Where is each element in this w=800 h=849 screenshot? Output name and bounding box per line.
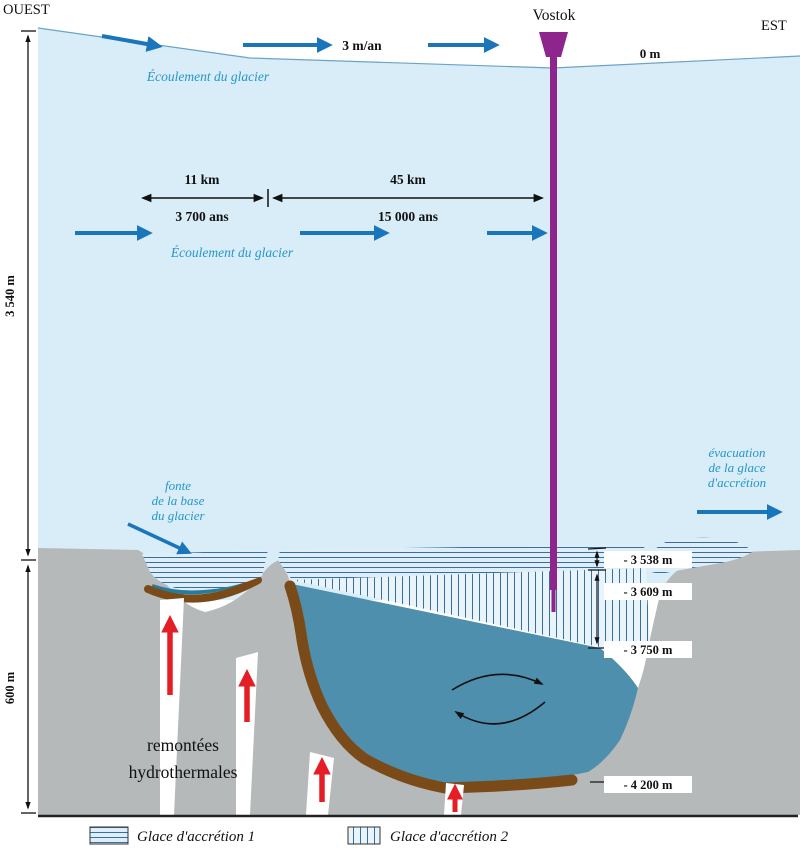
- flow-rate-label: 3 m/an: [342, 38, 382, 53]
- depth-box-4200: [604, 776, 692, 793]
- age-label-15000: 15 000 ans: [378, 209, 438, 224]
- age-label-3700: 3 700 ans: [175, 209, 228, 224]
- circulation-arrow-bottom: [454, 701, 546, 725]
- depth-box-3538: [604, 551, 692, 568]
- ice-sheet: [38, 28, 800, 600]
- depth-label-3609: - 3 609 m: [624, 585, 674, 599]
- legend-swatch-accretion1: [89, 826, 129, 845]
- circulation-arrow-top: [451, 673, 544, 691]
- hydrothermal-label-line1: remontées: [147, 735, 219, 755]
- evacuation-label-line2: de la glace: [708, 460, 765, 475]
- glacier-flow-arrow-t1: [101, 34, 163, 52]
- depth-box-3609: [604, 583, 692, 600]
- accretion-ice-1-basin: [142, 550, 268, 591]
- evacuation-label-line3: d'accrétion: [708, 475, 766, 490]
- distance-label-11km: 11 km: [185, 172, 221, 187]
- melt-label-line2: de la base: [152, 493, 205, 508]
- melt-arrow: [127, 522, 192, 555]
- glacier-flow-label-mid: Écoulement du glacier: [170, 245, 294, 260]
- accretion-ice-2-zone: [292, 568, 650, 648]
- evacuation-label-line1: évacuation: [708, 445, 765, 460]
- vostok-station-marker: [539, 32, 568, 57]
- surface-elevation: 0 m: [640, 46, 661, 61]
- depth-box-3750: [604, 641, 692, 658]
- hydrothermal-channel-2: [236, 652, 258, 815]
- legend-label-accretion2: Glace d'accrétion 2: [390, 829, 509, 845]
- depth-label-3538: - 3 538 m: [624, 553, 674, 567]
- depth-tick-3538: [587, 547, 607, 550]
- depth-label-4200: - 4 200 m: [624, 778, 674, 792]
- depth-label-3750: - 3 750 m: [624, 643, 674, 657]
- melt-label-line3: du glacier: [151, 508, 205, 523]
- axis-label-basin-depth: 600 m: [3, 671, 17, 704]
- lake-vostok: [292, 584, 638, 785]
- melt-label-line1: fonte: [165, 478, 191, 493]
- glacier-flow-label-top: Écoulement du glacier: [146, 69, 270, 84]
- compass-west: OUEST: [3, 2, 50, 18]
- compass-east: EST: [761, 18, 787, 34]
- legend-swatch-accretion2: [347, 826, 381, 845]
- hydrothermal-channel-1: [160, 598, 184, 815]
- small-basin-sediment: [144, 576, 262, 603]
- station-name: Vostok: [533, 7, 576, 24]
- hydrothermal-label-line2: hydrothermales: [129, 762, 238, 782]
- distance-label-45km: 45 km: [390, 172, 426, 187]
- lake-sediment: [284, 580, 578, 794]
- legend-label-accretion1: Glace d'accrétion 1: [137, 829, 255, 845]
- axis-label-ice-thickness: 3 540 m: [3, 275, 17, 317]
